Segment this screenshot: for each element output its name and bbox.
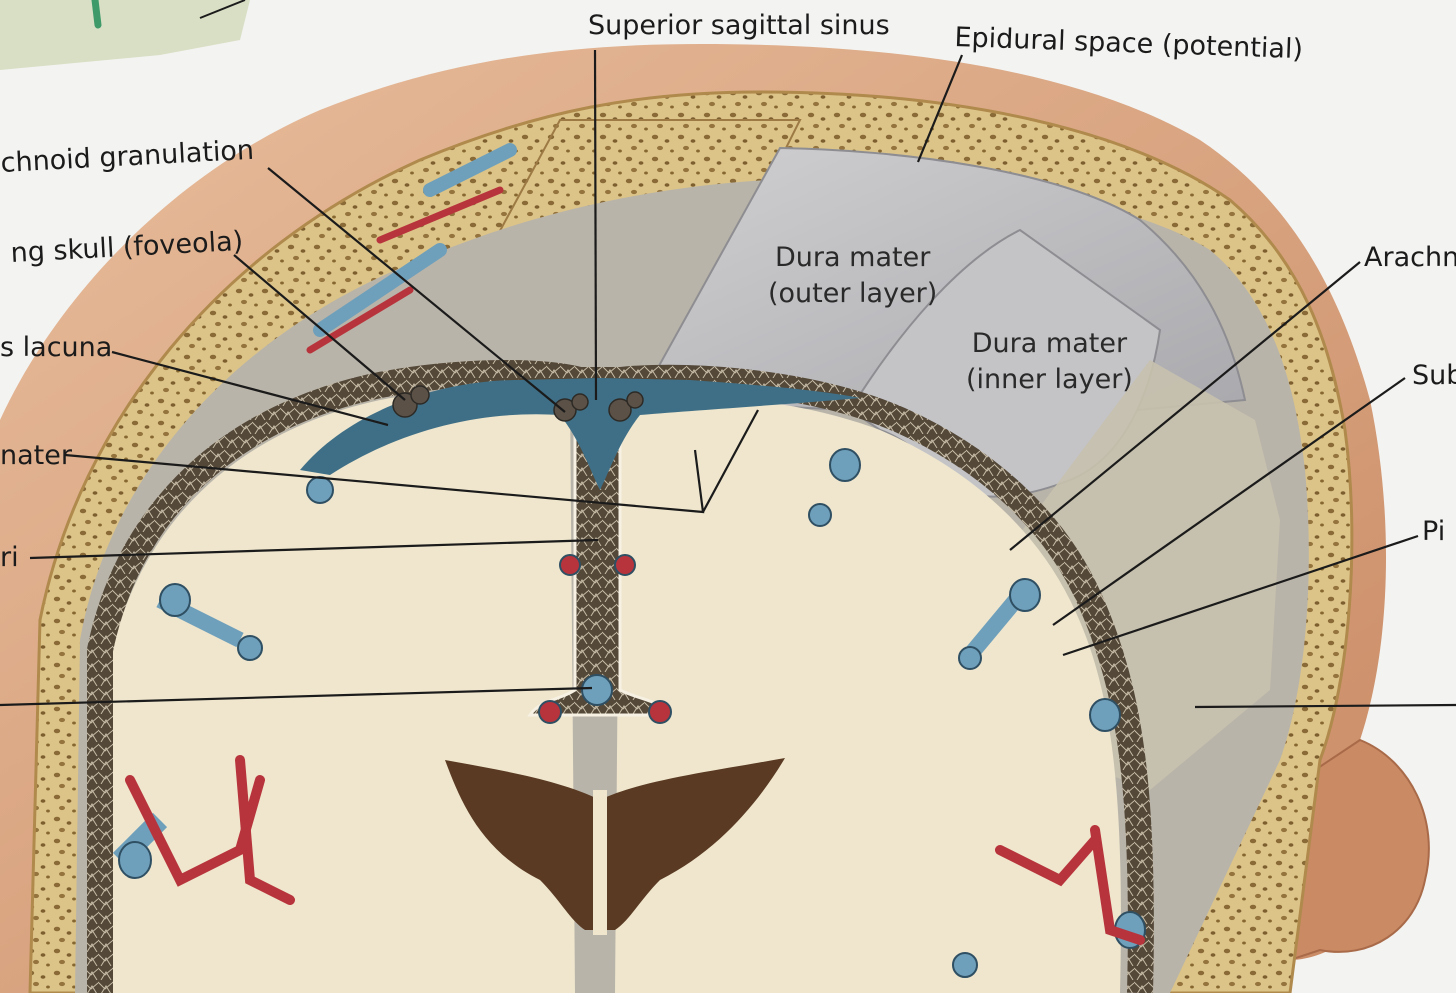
label-falx-partial: ri bbox=[0, 542, 19, 573]
label-dura-inner: Dura mater (inner layer) bbox=[966, 326, 1133, 397]
arachnoid-granulations bbox=[392, 385, 644, 422]
label-dura-outer-line2: (outer layer) bbox=[768, 277, 938, 309]
brain-right-hemisphere bbox=[615, 396, 1121, 993]
scalp-vessels bbox=[306, 143, 517, 354]
label-dura-inner-line1: Dura mater bbox=[971, 328, 1128, 359]
label-arachnoid-partial: Arachn bbox=[1364, 242, 1456, 273]
lateral-ventricles bbox=[445, 758, 785, 930]
ear bbox=[1288, 738, 1430, 962]
label-dura-outer-line1: Dura mater bbox=[775, 242, 931, 273]
superior-sagittal-sinus bbox=[300, 378, 860, 490]
leader-lines bbox=[0, 49, 1456, 709]
label-superior-sagittal-sinus: Superior sagittal sinus bbox=[588, 10, 890, 41]
arachnoid-band bbox=[87, 360, 1154, 993]
label-dura-outer: Dura mater (outer layer) bbox=[768, 240, 937, 311]
label-mater: nater bbox=[0, 440, 72, 471]
cortical-arteries bbox=[125, 755, 1145, 945]
facing-page-corner bbox=[0, 0, 250, 70]
label-lacuna: s lacuna bbox=[0, 332, 113, 363]
label-subarachnoid-partial: Sub bbox=[1412, 360, 1456, 391]
falx-vessels bbox=[538, 554, 672, 724]
label-dura-inner-line2: (inner layer) bbox=[966, 363, 1133, 395]
label-pia-partial: Pi bbox=[1422, 516, 1446, 547]
brain-left-hemisphere bbox=[110, 388, 575, 993]
